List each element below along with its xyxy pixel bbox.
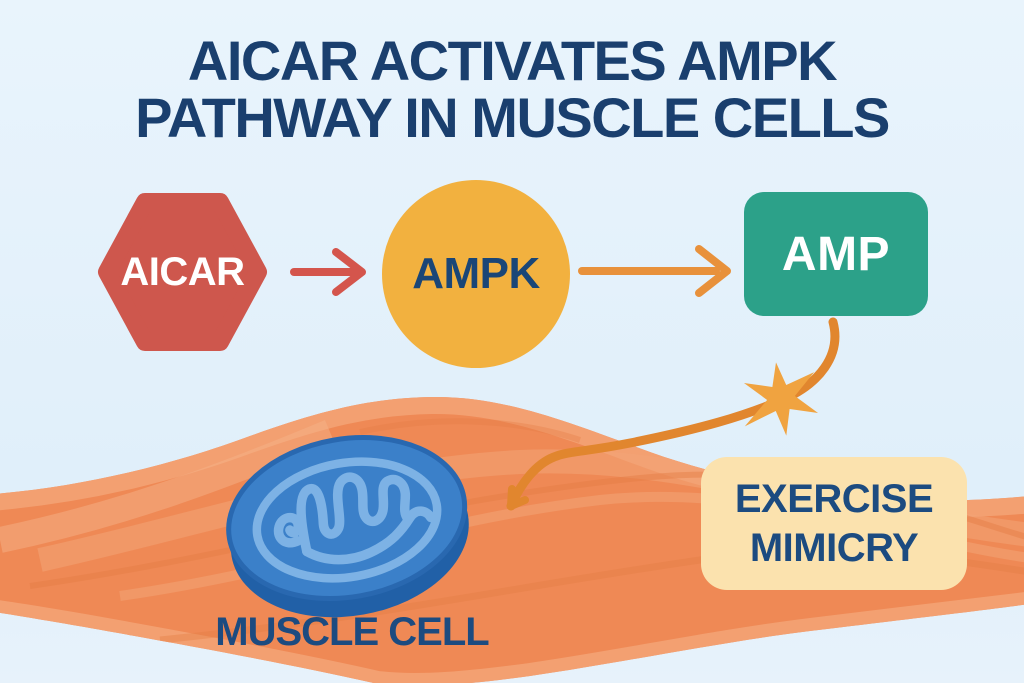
- ampk-label: AMPK: [412, 249, 540, 298]
- muscle-cell-label: MUSCLE CELL: [215, 609, 489, 654]
- title-line-1: AICAR ACTIVATES AMPK: [187, 29, 838, 92]
- exercise-mimicry-box: EXERCISE MIMICRY: [701, 457, 967, 590]
- page-title: AICAR ACTIVATES AMPK PATHWAY IN MUSCLE C…: [0, 32, 1024, 146]
- aicar-label: AICAR: [120, 249, 245, 294]
- mitochondria-icon: [226, 435, 469, 618]
- aicar-hexagon: [98, 193, 267, 351]
- cristae-squiggle: [273, 472, 436, 565]
- amp-label: AMP: [781, 227, 891, 281]
- outcome-line-2: MIMICRY: [749, 525, 919, 570]
- arrow-ampk-to-amp: [578, 245, 731, 297]
- arrow-aicar-to-ampk: [290, 248, 366, 296]
- title-line-2: PATHWAY IN MUSCLE CELLS: [135, 86, 890, 149]
- amp-box: [744, 192, 928, 316]
- activation-star-icon: [743, 362, 819, 436]
- activation-curved-arrow: [506, 317, 840, 511]
- outcome-line-1: EXERCISE: [734, 476, 934, 521]
- ampk-circle: [382, 180, 570, 368]
